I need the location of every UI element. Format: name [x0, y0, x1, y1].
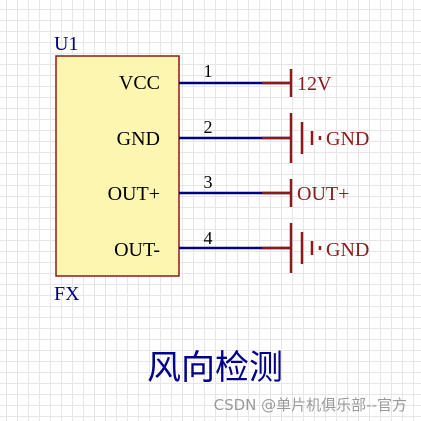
pin-name-vcc: VCC	[119, 72, 160, 94]
diagram-title: 风向检测	[147, 349, 283, 387]
pin-number-1: 1	[204, 61, 213, 81]
component-value: FX	[54, 283, 80, 305]
pin-number-4: 4	[204, 228, 213, 248]
ground-symbol-2[interactable]	[289, 223, 322, 273]
pin-number-2: 2	[204, 117, 213, 137]
pin-name-gnd: GND	[117, 128, 160, 150]
component-body[interactable]	[55, 55, 180, 277]
component-designator: U1	[54, 33, 78, 55]
pin-name-out-minus: OUT-	[114, 239, 160, 261]
net-label-gnd-2: GND	[326, 239, 369, 261]
net-label-out-plus: OUT+	[297, 183, 349, 205]
net-label-gnd-1: GND	[326, 128, 369, 150]
net-label-12v: 12V	[297, 73, 332, 95]
pin-name-out-plus: OUT+	[108, 183, 160, 205]
ground-symbol-1[interactable]	[289, 113, 322, 163]
watermark: CSDN @单片机俱乐部--官方	[214, 396, 407, 414]
pin-number-3: 3	[204, 172, 213, 192]
